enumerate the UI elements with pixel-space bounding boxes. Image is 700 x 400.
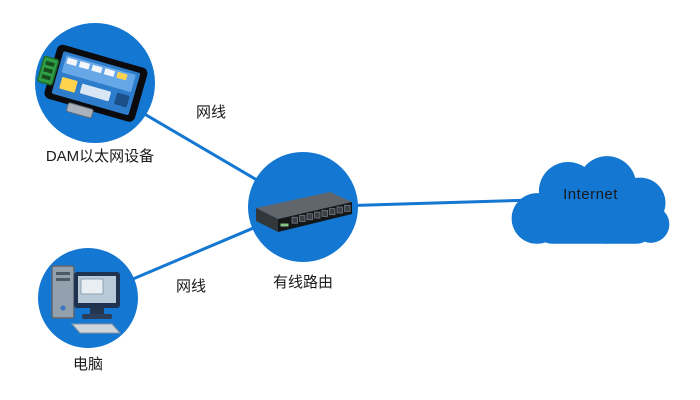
node-dam-device — [35, 23, 155, 143]
node-label-router: 有线路由 — [272, 274, 333, 291]
wired-router-icon — [256, 192, 352, 232]
computer-icon — [51, 265, 122, 334]
internet-cloud-shape — [511, 156, 670, 244]
node-label-internet: Internet — [563, 186, 618, 203]
node-label-pc: 电脑 — [72, 356, 103, 373]
edge-label-network-cable-2: 网线 — [176, 278, 207, 295]
node-computer — [38, 248, 138, 348]
node-wired-router — [248, 152, 358, 262]
node-label-dam: DAM以太网设备 — [45, 148, 155, 165]
cloud-body — [511, 156, 670, 244]
dam-ethernet-device-icon — [37, 44, 148, 122]
edge-label-network-cable-1: 网线 — [196, 104, 227, 121]
